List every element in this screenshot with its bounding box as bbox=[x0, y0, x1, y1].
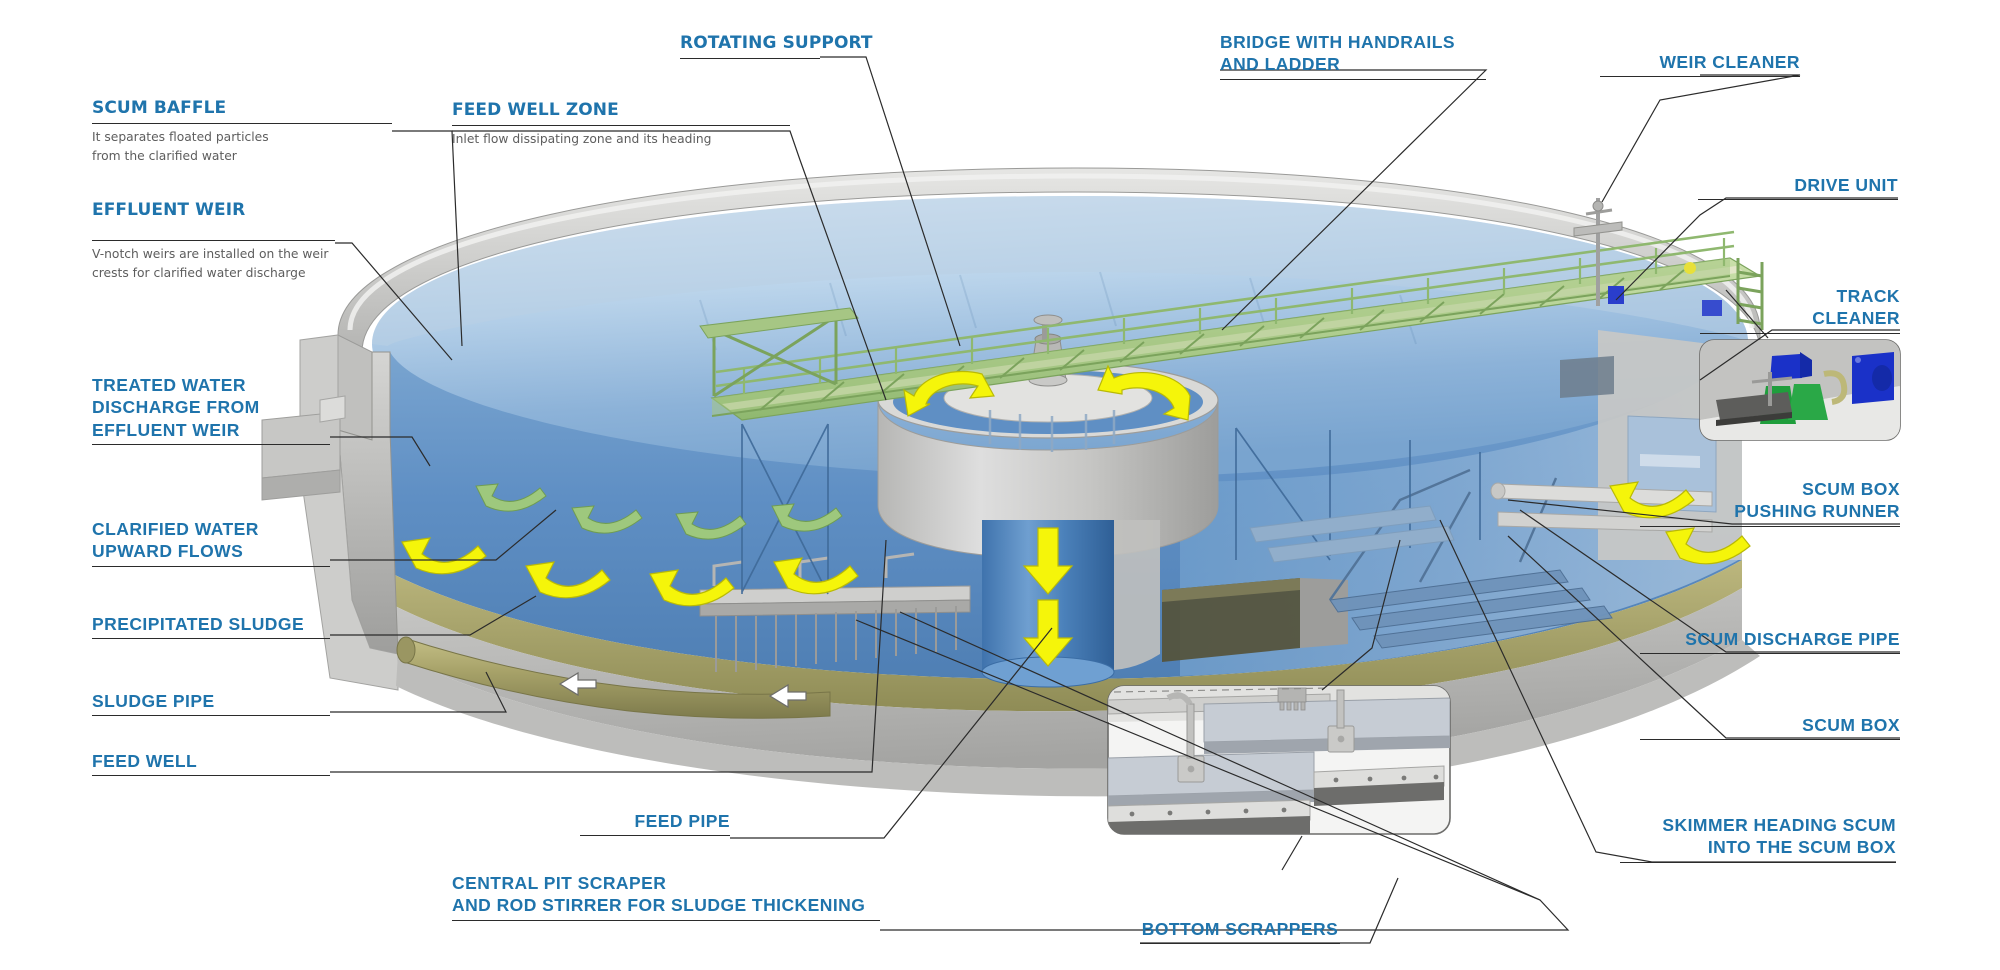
callout-title: ROTATING SUPPORT bbox=[680, 33, 873, 53]
callout-title-line1: SCUM BOX bbox=[1802, 479, 1900, 499]
central-pit-scraper bbox=[699, 552, 971, 672]
clarified-water-arrows bbox=[475, 483, 843, 540]
callout-title: SCUM BAFFLE bbox=[92, 98, 227, 118]
callout-desc-line2: crests for clarified water discharge bbox=[92, 265, 306, 280]
callout-rule bbox=[1698, 199, 1898, 201]
callout-title: SCUM DISCHARGE PIPE bbox=[1685, 629, 1900, 649]
callout-title-line1: TRACK bbox=[1836, 286, 1900, 306]
bottom-scrappers-assembly bbox=[1329, 468, 1613, 649]
callout-title-line2: INTO THE SCUM BOX bbox=[1707, 837, 1896, 858]
callout-sludge-pipe: SLUDGE PIPE bbox=[92, 690, 330, 717]
callout-rule bbox=[1640, 525, 1900, 527]
callout-title-line2: AND ROD STIRRER FOR SLUDGE THICKENING bbox=[452, 895, 866, 916]
callout-title: FEED PIPE bbox=[634, 811, 730, 831]
callout-rule bbox=[92, 715, 330, 717]
callout-weir-cleaner: WEIR CLEANER bbox=[1600, 51, 1800, 78]
callout-title: BOTTOM SCRAPPERS bbox=[1141, 919, 1339, 939]
callout-title-line2: UPWARD FLOWS bbox=[92, 541, 244, 562]
callout-title-line2: AND LADDER bbox=[1220, 54, 1341, 75]
sludge-flow-arrows bbox=[558, 671, 807, 709]
callout-rule bbox=[1620, 861, 1896, 863]
feed-pipe bbox=[981, 520, 1160, 688]
skimmer-blade bbox=[1249, 505, 1455, 563]
callout-track-cleaner: TRACK CLEANER bbox=[1700, 285, 1900, 334]
callout-title-line2: DISCHARGE FROM bbox=[92, 397, 260, 418]
callout-title: EFFLUENT WEIR bbox=[92, 200, 246, 220]
callout-rotating-support: ROTATING SUPPORT bbox=[680, 33, 873, 59]
callout-rule bbox=[1220, 78, 1486, 80]
callout-rule bbox=[92, 775, 330, 777]
callout-desc-line1: Inlet flow dissipating zone and its head… bbox=[452, 131, 712, 146]
sludge-pit-opening bbox=[1162, 578, 1348, 662]
callout-rule bbox=[1140, 943, 1340, 945]
callout-desc-line1: V-notch weirs are installed on the weir bbox=[92, 246, 329, 261]
callout-rule bbox=[1640, 653, 1900, 655]
callout-scum-box-pushing-runner: SCUM BOX PUSHING RUNNER bbox=[1640, 478, 1900, 527]
callout-desc-line1: It separates floated particles bbox=[92, 129, 269, 144]
callout-effluent-weir: EFFLUENT WEIR V-notch weirs are installe… bbox=[92, 200, 335, 282]
callout-title-line1: CENTRAL PIT SCRAPER bbox=[452, 873, 667, 893]
callout-central-pit-scraper: CENTRAL PIT SCRAPER AND ROD STIRRER FOR … bbox=[452, 872, 880, 921]
callout-drive-unit: DRIVE UNIT bbox=[1698, 174, 1898, 201]
callout-title: FEED WELL ZONE bbox=[452, 100, 619, 120]
callout-title-line1: SKIMMER HEADING SCUM bbox=[1662, 815, 1896, 835]
bridge-ladder bbox=[1736, 258, 1764, 330]
callout-title-line1: TREATED WATER bbox=[92, 375, 246, 395]
callout-rule bbox=[92, 239, 335, 241]
callout-treated-water-discharge: TREATED WATER DISCHARGE FROM EFFLUENT WE… bbox=[92, 374, 330, 446]
callout-title: PRECIPITATED SLUDGE bbox=[92, 614, 305, 634]
callout-title: DRIVE UNIT bbox=[1794, 175, 1898, 195]
callout-title: SCUM BOX bbox=[1802, 715, 1900, 735]
sludge-pipe bbox=[396, 636, 831, 719]
callout-title: SLUDGE PIPE bbox=[92, 691, 215, 711]
callout-rule bbox=[1700, 332, 1900, 334]
callout-rule bbox=[92, 444, 330, 446]
callout-rule bbox=[92, 638, 330, 640]
callout-title-line1: BRIDGE WITH HANDRAILS bbox=[1220, 32, 1455, 52]
callout-title-line1: CLARIFIED WATER bbox=[92, 519, 259, 539]
leader-lines bbox=[330, 56, 1900, 944]
callout-scum-baffle: SCUM BAFFLE It separates floated particl… bbox=[92, 98, 392, 165]
callout-title: WEIR CLEANER bbox=[1659, 52, 1800, 72]
callout-precipitated-sludge: PRECIPITATED SLUDGE bbox=[92, 613, 330, 640]
callout-title-line3: EFFLUENT WEIR bbox=[92, 419, 240, 440]
bottom-scrapper-detail-panel bbox=[1107, 685, 1451, 835]
callout-rule bbox=[452, 124, 790, 126]
callout-title-line2: CLEANER bbox=[1812, 308, 1900, 329]
callout-clarified-water-upward: CLARIFIED WATER UPWARD FLOWS bbox=[92, 518, 330, 567]
scum-discharge-pipe bbox=[1490, 482, 1713, 533]
callout-rule bbox=[92, 565, 330, 567]
callout-title: FEED WELL bbox=[92, 751, 198, 771]
callout-feed-well: FEED WELL bbox=[92, 750, 330, 777]
callout-feed-pipe: FEED PIPE bbox=[580, 810, 730, 837]
bridge-control-box bbox=[1608, 286, 1624, 304]
callout-rule bbox=[452, 919, 880, 921]
flow-arrows-yellow bbox=[401, 364, 1751, 667]
callout-feed-well-zone: FEED WELL ZONE Inlet flow dissipating zo… bbox=[452, 100, 790, 149]
callout-bridge-handrails: BRIDGE WITH HANDRAILS AND LADDER bbox=[1220, 31, 1486, 80]
track-cleaner-detail-panel bbox=[1699, 339, 1901, 441]
weir-cleaner-assembly bbox=[1573, 198, 1623, 306]
callout-rule bbox=[1640, 739, 1900, 741]
callout-bottom-scrappers: BOTTOM SCRAPPERS bbox=[1140, 918, 1340, 945]
callout-rule bbox=[92, 122, 392, 124]
callout-scum-discharge-pipe: SCUM DISCHARGE PIPE bbox=[1640, 628, 1900, 655]
callout-desc-line2: from the clarified water bbox=[92, 148, 237, 163]
callout-skimmer-heading-scum: SKIMMER HEADING SCUM INTO THE SCUM BOX bbox=[1620, 814, 1896, 863]
callout-scum-box: SCUM BOX bbox=[1640, 714, 1900, 741]
callout-rule bbox=[580, 835, 730, 837]
callout-rule bbox=[1600, 76, 1800, 78]
callout-rule bbox=[680, 57, 820, 59]
callout-title-line2: PUSHING RUNNER bbox=[1734, 501, 1900, 522]
